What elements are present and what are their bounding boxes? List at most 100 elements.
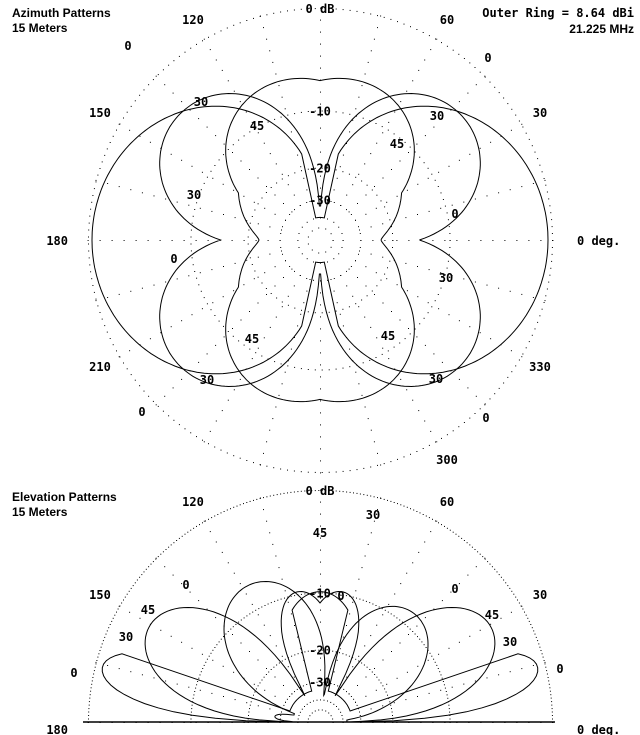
grid-spoke-dot: [467, 387, 469, 389]
elevation-series-0: [101, 591, 539, 723]
grid-spoke-dot: [287, 360, 289, 362]
grid-spoke-dot: [206, 353, 208, 355]
grid-ring-dot: [281, 178, 283, 180]
grid-spoke-dot: [287, 666, 289, 668]
grid-ring-dot: [422, 514, 424, 515]
grid-ring-dot: [327, 682, 328, 684]
grid-ring-dot: [321, 312, 323, 314]
grid-spoke-dot: [245, 593, 247, 595]
grid-spoke-dot: [370, 532, 372, 534]
grid-spoke-dot: [427, 659, 429, 661]
grid-ring-dot: [404, 623, 406, 625]
grid-ring-dot: [90, 687, 92, 689]
grid-spoke-dot: [458, 583, 460, 585]
grid-ring-dot: [489, 398, 491, 400]
grid-ring-dot: [294, 691, 295, 693]
grid-ring-dot: [349, 470, 351, 472]
grid-ring-dot: [282, 226, 283, 228]
grid-ring-dot: [441, 524, 442, 526]
grid-spoke-dot: [274, 266, 276, 268]
grid-ring-dot: [93, 673, 95, 675]
grid-ring-dot: [477, 551, 479, 553]
grid-ring-dot: [287, 469, 288, 471]
grid-ring-dot: [525, 614, 527, 616]
grid-spoke-dot: [469, 635, 471, 637]
grid-spoke-dot: [249, 169, 250, 170]
grid-ring-dot: [257, 276, 259, 278]
grid-spoke-dot: [281, 229, 282, 231]
ring-label: 0 dB: [306, 484, 335, 498]
grid-ring-dot: [363, 494, 365, 496]
grid-ring-dot: [391, 708, 392, 710]
grid-ring-dot: [280, 598, 282, 600]
grid-ring-dot: [409, 333, 411, 335]
grid-ring-dot: [330, 246, 332, 248]
grid-spoke-dot: [181, 641, 183, 643]
grid-spoke-dot: [274, 213, 276, 215]
grid-spoke-dot: [448, 165, 450, 167]
grid-spoke-dot: [320, 621, 321, 623]
grid-ring-dot: [300, 368, 302, 370]
grid-spoke-dot: [211, 269, 213, 271]
grid-ring-dot: [393, 615, 395, 617]
angle-label: 150: [89, 588, 111, 602]
grid-spoke-dot: [352, 295, 354, 297]
grid-ring-dot: [157, 74, 159, 76]
angle-label: 300: [436, 453, 458, 467]
grid-ring-dot: [342, 718, 344, 720]
grid-ring-dot: [545, 295, 547, 297]
grid-spoke-dot: [233, 290, 235, 292]
grid-spoke-dot: [320, 525, 321, 527]
grid-spoke-dot: [352, 184, 354, 186]
grid-ring-dot: [192, 215, 194, 217]
grid-ring-dot: [304, 651, 306, 653]
grid-ring-dot: [93, 188, 95, 190]
grid-ring-dot: [399, 342, 401, 344]
grid-ring-dot: [313, 682, 314, 684]
grid-spoke-dot: [418, 410, 420, 412]
grid-spoke-dot: [424, 344, 426, 346]
grid-spoke-dot: [188, 686, 190, 688]
grid-ring-dot: [281, 660, 283, 662]
azimuth-series-label: 45: [245, 332, 259, 346]
grid-spoke-dot: [309, 279, 311, 280]
grid-ring-dot: [249, 348, 251, 350]
grid-ring-dot: [198, 195, 200, 197]
grid-ring-dot: [541, 653, 543, 655]
grid-spoke-dot: [406, 290, 408, 292]
grid-spoke-dot: [333, 290, 335, 292]
grid-ring-dot: [515, 596, 517, 598]
grid-ring-dot: [361, 180, 363, 182]
grid-ring-dot: [359, 493, 361, 495]
grid-ring-dot: [335, 310, 337, 312]
grid-spoke-dot: [405, 699, 407, 701]
grid-spoke-dot: [320, 67, 321, 69]
grid-ring-dot: [287, 596, 289, 598]
grid-spoke-dot: [231, 240, 233, 241]
grid-spoke-dot: [405, 262, 407, 264]
grid-ring-dot: [205, 661, 207, 663]
grid-ring-dot: [498, 387, 500, 389]
grid-ring-dot: [281, 301, 283, 303]
grid-ring-dot: [348, 655, 350, 657]
grid-spoke-dot: [433, 353, 435, 355]
grid-ring-dot: [116, 129, 117, 131]
grid-ring-dot: [422, 32, 424, 33]
grid-ring-dot: [414, 328, 416, 330]
grid-spoke-dot: [155, 75, 157, 77]
grid-ring-dot: [269, 495, 271, 497]
grid-ring-dot: [442, 681, 444, 682]
grid-ring-dot: [537, 640, 539, 642]
grid-ring-dot: [253, 499, 254, 501]
grid-spoke-dot: [285, 701, 286, 703]
grid-ring-dot: [145, 568, 147, 570]
grid-spoke-dot: [479, 147, 481, 149]
grid-spoke-dot: [272, 61, 274, 63]
grid-ring-dot: [247, 718, 249, 720]
grid-ring-dot: [342, 367, 344, 369]
grid-spoke-dot: [269, 635, 271, 637]
grid-ring-dot: [313, 218, 314, 220]
grid-spoke-dot: [147, 240, 149, 241]
grid-ring-dot: [342, 9, 344, 11]
grid-spoke-dot: [87, 240, 89, 241]
